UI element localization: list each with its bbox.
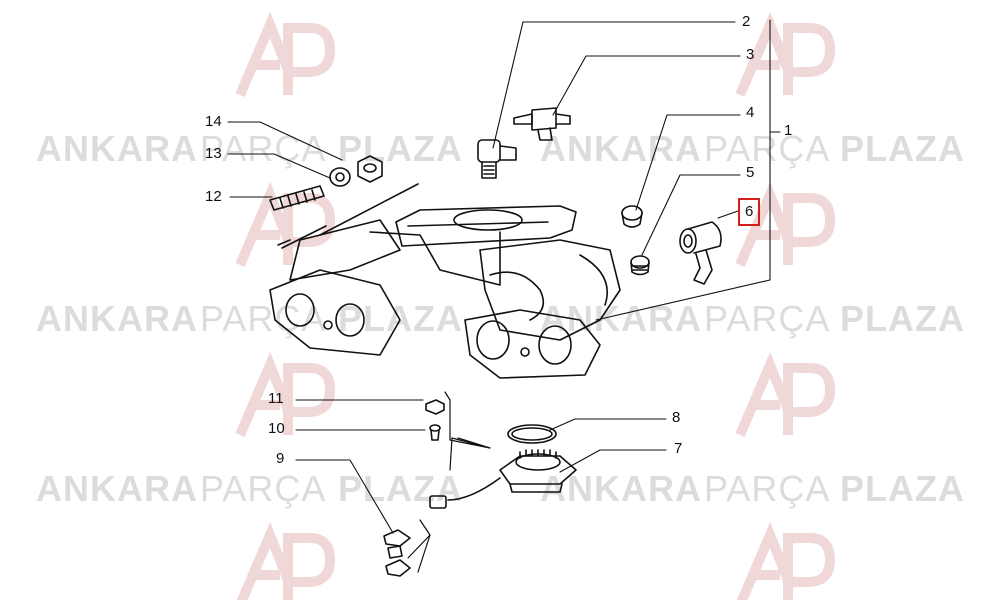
callout-2: 2 xyxy=(742,13,751,30)
callout-7: 7 xyxy=(674,440,683,457)
callout-5: 5 xyxy=(746,164,755,181)
callout-14: 14 xyxy=(205,113,222,130)
callout-13: 13 xyxy=(205,145,222,162)
bracket-marks xyxy=(407,391,491,573)
small-screw-drawing xyxy=(429,424,441,441)
callout-10: 10 xyxy=(268,420,285,437)
callout-11: 11 xyxy=(268,390,284,407)
callout-1: 1 xyxy=(784,122,793,139)
plug-drawing xyxy=(630,255,650,276)
watermark-logo-icon xyxy=(736,521,836,600)
leader-lines xyxy=(227,19,781,534)
washer-drawing xyxy=(329,167,351,187)
stud-drawing xyxy=(269,185,325,211)
callout-12: 12 xyxy=(205,188,222,205)
callout-9: 9 xyxy=(276,450,285,467)
callout-8: 8 xyxy=(672,409,681,426)
callout-6-highlighted: 6 xyxy=(738,198,761,226)
callout-3: 3 xyxy=(746,46,755,63)
watermark-logo-icon xyxy=(236,521,336,600)
sensor-drawing xyxy=(429,449,577,509)
t-fitting-drawing xyxy=(513,107,571,141)
cap-drawing xyxy=(621,205,643,228)
gasket-drawing xyxy=(507,424,557,444)
intake-manifold-drawing xyxy=(269,183,621,379)
banjo-fitting-drawing xyxy=(477,139,517,179)
watermark-logo-icon xyxy=(235,351,336,437)
callout-4: 4 xyxy=(746,104,755,121)
clip-drawing xyxy=(383,529,411,577)
hose-fitting-drawing xyxy=(679,221,722,285)
watermark-logo-icon xyxy=(235,11,336,97)
small-nut-drawing xyxy=(425,399,445,415)
watermark-logo-icon xyxy=(735,351,836,437)
nut-drawing xyxy=(357,155,383,183)
